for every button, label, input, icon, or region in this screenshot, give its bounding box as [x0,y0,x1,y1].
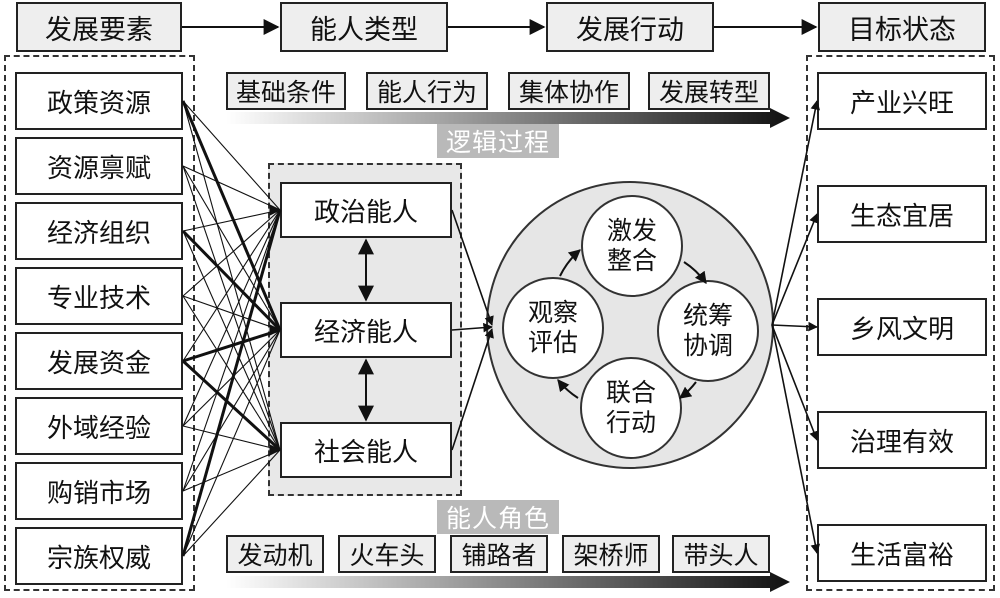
logic-step: 发展转型 [648,72,770,110]
factor-link [181,229,282,332]
factor-link [182,328,281,363]
cycle-bottom-text: 联合行动 [605,378,656,437]
factors-group [4,55,195,591]
link-arrowhead [269,444,282,456]
logic-step: 集体协作 [508,72,630,110]
target-box: 乡风文明 [817,298,987,356]
factor-link [182,165,281,211]
factor-link [181,359,282,452]
header-types: 能人类型 [280,2,448,52]
factor-box: 经济组织 [15,202,183,260]
target-box: 治理有效 [817,411,987,469]
talent-political: 政治能人 [280,182,452,238]
factor-box: 宗族权威 [15,527,183,585]
header-targets: 目标状态 [818,2,986,52]
role-chip: 铺路者 [450,535,548,573]
factor-box: 购销市场 [15,462,183,520]
factor-link [182,295,281,331]
factor-link [182,209,281,492]
header-elements: 发展要素 [16,2,182,52]
cycle-top-text: 激发整合 [606,216,657,275]
target-box: 生活富裕 [817,524,987,582]
role-chip: 发动机 [226,535,324,573]
factor-link [181,209,282,557]
role-chip: 带头人 [672,535,770,573]
factor-link [182,425,281,451]
role-chip: 架桥师 [562,535,660,573]
factor-link [182,209,281,427]
talent-social: 社会能人 [280,422,452,478]
factor-link [182,230,281,451]
factor-box: 外域经验 [15,397,183,455]
link-arrowhead [269,324,282,336]
factor-link [181,100,282,331]
factor-link [182,209,281,232]
factor-link [182,329,281,557]
cycle-left-text: 观察评估 [527,298,578,357]
targets-group [806,55,995,591]
role-chip: 火车头 [338,535,436,573]
logic-label: 逻辑过程 [437,124,559,158]
factor-link [182,165,281,331]
factor-link [182,100,281,451]
factor-link [182,209,281,362]
logic-step: 能人行为 [366,72,488,110]
factor-link [182,449,281,557]
talent-economic: 经济能人 [280,302,452,358]
link-arrowhead [269,204,282,216]
factor-link [182,295,281,451]
factor-link [182,209,281,297]
role-label: 能人角色 [437,500,559,534]
factor-link [182,329,281,492]
factor-box: 专业技术 [15,267,183,325]
factor-link [182,165,281,451]
target-box: 产业兴旺 [817,72,987,130]
header-actions: 发展行动 [546,2,714,52]
cycle-right-text: 统筹协调 [682,301,733,360]
logic-step: 基础条件 [226,72,346,110]
factor-box: 发展资金 [15,332,183,390]
factor-box: 资源禀赋 [15,137,183,195]
factor-box: 政策资源 [15,72,183,130]
factor-link [182,449,281,492]
factor-link [182,100,281,211]
